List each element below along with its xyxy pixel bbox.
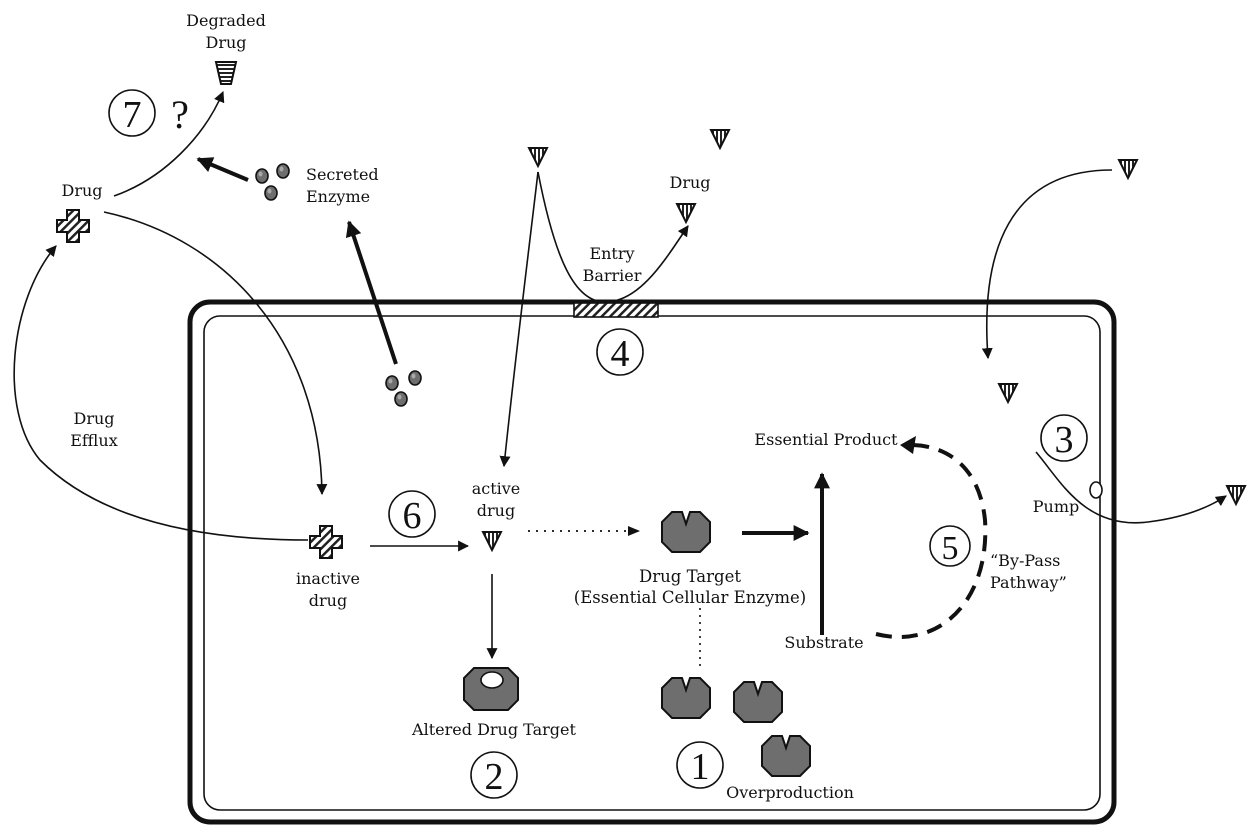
degradation-arrow [113, 90, 225, 197]
intracellular-enzyme-ball-1 [385, 375, 399, 391]
entry-barrier-label-2: Barrier [583, 266, 642, 285]
drug-influx-right-arrow [981, 169, 1113, 360]
pump-icon [1089, 481, 1103, 499]
altered-target-icon [463, 667, 519, 711]
mechanism-3-number: 3 [1055, 419, 1074, 461]
secreted-enzyme-ball-2 [276, 163, 290, 179]
overproduced-enzyme-icon-1 [661, 677, 711, 719]
bypass-label: “By-Pass [990, 551, 1060, 570]
secreted-enzyme-label: Secreted [306, 165, 379, 184]
overproduced-enzyme-icon-2 [733, 681, 783, 723]
drug-efflux-arrow [13, 245, 309, 541]
efflux-pump-arrow [1035, 451, 1227, 524]
intracellular-drug-right-icon [998, 383, 1018, 403]
active-drug-label-2: drug [477, 501, 515, 520]
question-mark: ? [171, 92, 189, 137]
active-drug-icon [482, 531, 502, 551]
drug-target-label: Drug Target [639, 567, 741, 586]
inactive-drug-icon [309, 525, 343, 559]
degraded-drug-label: Degraded [186, 11, 266, 30]
degraded-drug-label-2: Drug [205, 33, 246, 52]
mechanism-5-number: 5 [942, 530, 959, 567]
inactive-drug-label: inactive [296, 569, 360, 588]
bypass-label-2: Pathway” [990, 573, 1067, 592]
outside-drug-right-icon [1118, 159, 1138, 179]
cell-inner-membrane [203, 315, 1101, 811]
inactive-drug-label-2: drug [309, 591, 347, 610]
drug-icon-top [710, 129, 730, 149]
mechanism-4-number: 4 [611, 333, 630, 375]
bypass-arrowhead [900, 436, 916, 454]
blocked-drug-icon [676, 203, 696, 223]
incoming-drug-icon [528, 147, 548, 167]
drug-efflux-label: Drug [73, 409, 114, 428]
mechanism-2-circle [470, 751, 518, 799]
drug-top-label: Drug [669, 173, 710, 192]
overproduction-label: Overproduction [726, 783, 854, 802]
enzyme-action-arrow [196, 157, 249, 182]
mechanism-1-circle [676, 741, 724, 789]
active-drug-label: active [472, 479, 521, 498]
drug-target-enzyme-icon [661, 511, 711, 553]
drug-outside-label: Drug [61, 181, 102, 200]
entry-barrier-arrow [537, 171, 689, 303]
drug-target-sublabel: (Essential Cellular Enzyme) [574, 588, 806, 607]
mechanism-3-circle [1040, 414, 1088, 462]
secreted-enzyme-ball-3 [264, 185, 278, 201]
mechanism-2-number: 2 [485, 756, 504, 798]
intracellular-enzyme-ball-2 [408, 370, 422, 386]
essential-product-label: Essential Product [754, 430, 898, 449]
drug-entry-arrow [499, 171, 539, 468]
pump-label: Pump [1033, 497, 1079, 516]
mechanism-7-number: 7 [123, 94, 142, 136]
mechanism-7-circle [108, 89, 156, 137]
mechanism-6-circle [388, 490, 436, 538]
drug-outside-icon [56, 209, 90, 243]
overproduced-enzyme-icon-3 [761, 735, 811, 777]
substrate-label: Substrate [784, 633, 863, 652]
mechanism-1-number: 1 [691, 746, 710, 788]
cell-outer-membrane [187, 299, 1117, 825]
entry-barrier-patch [573, 302, 659, 318]
intracellular-enzyme-ball-3 [394, 391, 408, 407]
secreted-enzyme-label-2: Enzyme [306, 187, 370, 206]
secretion-arrow [345, 220, 398, 365]
altered-target-label: Altered Drug Target [411, 720, 576, 739]
secreted-enzyme-ball-1 [255, 168, 269, 184]
drug-efflux-label-2: Efflux [70, 431, 118, 450]
entry-barrier-label: Entry [589, 244, 634, 263]
mechanism-5-circle [929, 525, 971, 567]
effluxed-drug-icon [1226, 485, 1246, 505]
mechanism-6-number: 6 [403, 495, 422, 537]
drug-uptake-arrow [103, 211, 328, 496]
altered-site-icon [480, 671, 504, 689]
degraded-drug-icon [214, 61, 238, 85]
mechanism-4-circle [596, 328, 644, 376]
drug-binding-arrowhead [628, 526, 640, 536]
bypass-pathway-dashed-arrow [875, 443, 988, 639]
